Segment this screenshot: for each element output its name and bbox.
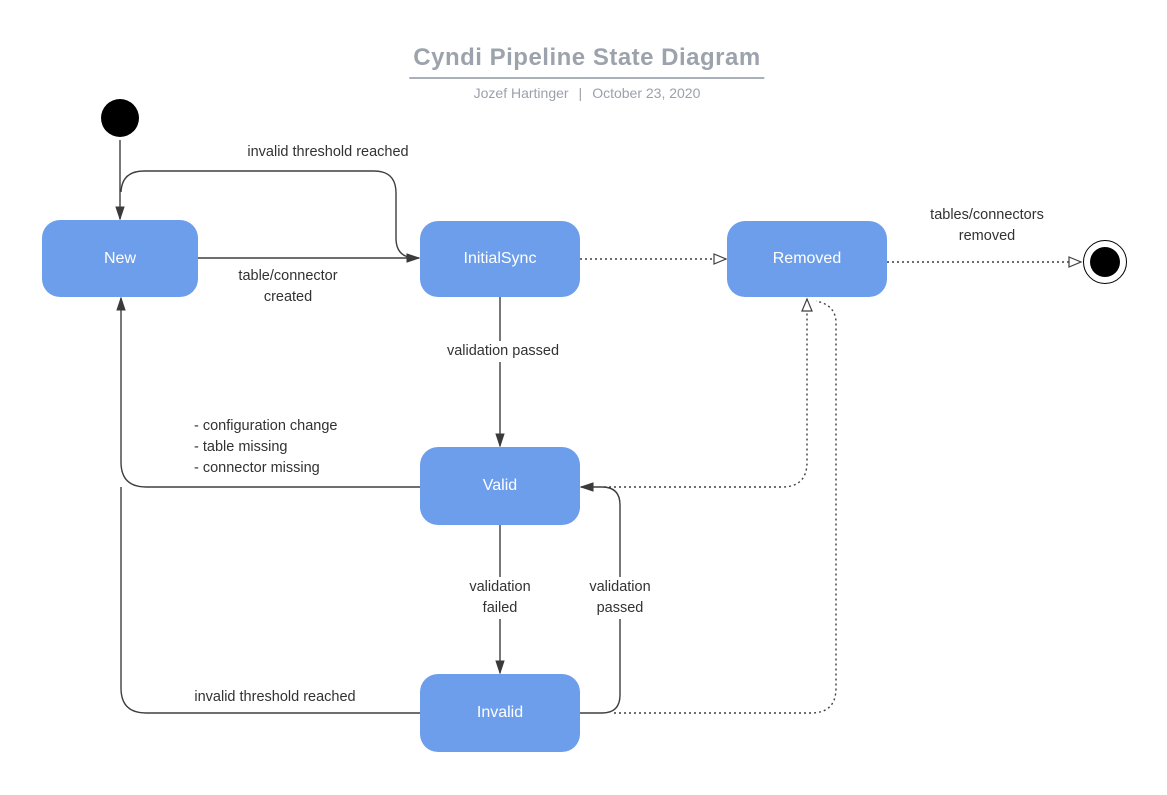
- edge-invalid-to-removed: [614, 300, 837, 714]
- edge-label-line: passed: [596, 600, 644, 616]
- edge-label-reason: - connector missing: [194, 460, 320, 476]
- edge-label-line: failed: [482, 600, 518, 616]
- edge-label-reason: - configuration change: [194, 418, 338, 434]
- edge-label-invalid-threshold-top: invalid threshold reached: [244, 142, 412, 163]
- final-state-dot: [1090, 247, 1120, 277]
- diagram-subtitle: Jozef Hartinger | October 23, 2020: [409, 85, 764, 101]
- edge-label-line: created: [263, 289, 313, 305]
- edge-label-line: validation: [469, 579, 531, 595]
- edge-label-validation-failed: validation failed: [466, 577, 534, 619]
- state-initialsync: InitialSync: [420, 221, 580, 297]
- edge-label-invalid-threshold-bottom: invalid threshold reached: [191, 687, 359, 708]
- edge-label-validation-passed: validation passed: [443, 341, 563, 362]
- initial-state-node: [101, 99, 139, 137]
- state-invalid: Invalid: [420, 674, 580, 752]
- subtitle-separator: |: [578, 85, 583, 101]
- edge-valid-to-removed: [604, 297, 813, 488]
- edge-label-tables-connectors-removed: tables/connectors removed: [927, 205, 1047, 247]
- edge-invalid-to-new: [120, 487, 420, 714]
- edge-label-valid-to-new-reasons: - configuration change - table missing -…: [191, 416, 341, 479]
- author-name: Jozef Hartinger: [473, 85, 569, 101]
- edge-label-line: validation: [589, 579, 651, 595]
- state-removed-label: Removed: [772, 250, 842, 267]
- diagram-title: Cyndi Pipeline State Diagram: [409, 44, 765, 79]
- edge-invalid-threshold-loop-top: [120, 170, 417, 259]
- state-invalid-label: Invalid: [476, 704, 524, 721]
- edge-label-line: table/connector: [238, 268, 338, 284]
- state-removed: Removed: [727, 221, 887, 297]
- edge-label-line: tables/connectors: [930, 207, 1044, 223]
- edge-label-table-connector-created: table/connector created: [235, 266, 341, 308]
- state-valid: Valid: [420, 447, 580, 525]
- diagram-header: Cyndi Pipeline State Diagram Jozef Harti…: [409, 44, 765, 101]
- state-initialsync-label: InitialSync: [463, 250, 537, 267]
- diagram-date: October 23, 2020: [592, 85, 701, 101]
- edge-label-reason: - table missing: [194, 439, 288, 455]
- state-valid-label: Valid: [482, 477, 518, 494]
- edge-label-line: removed: [958, 228, 1016, 244]
- state-new: New: [42, 220, 198, 297]
- edge-label-validation-passed-right: validation passed: [586, 577, 654, 619]
- edge-valid-to-new: [116, 296, 420, 488]
- final-state-node: [1083, 240, 1127, 284]
- state-new-label: New: [103, 249, 136, 267]
